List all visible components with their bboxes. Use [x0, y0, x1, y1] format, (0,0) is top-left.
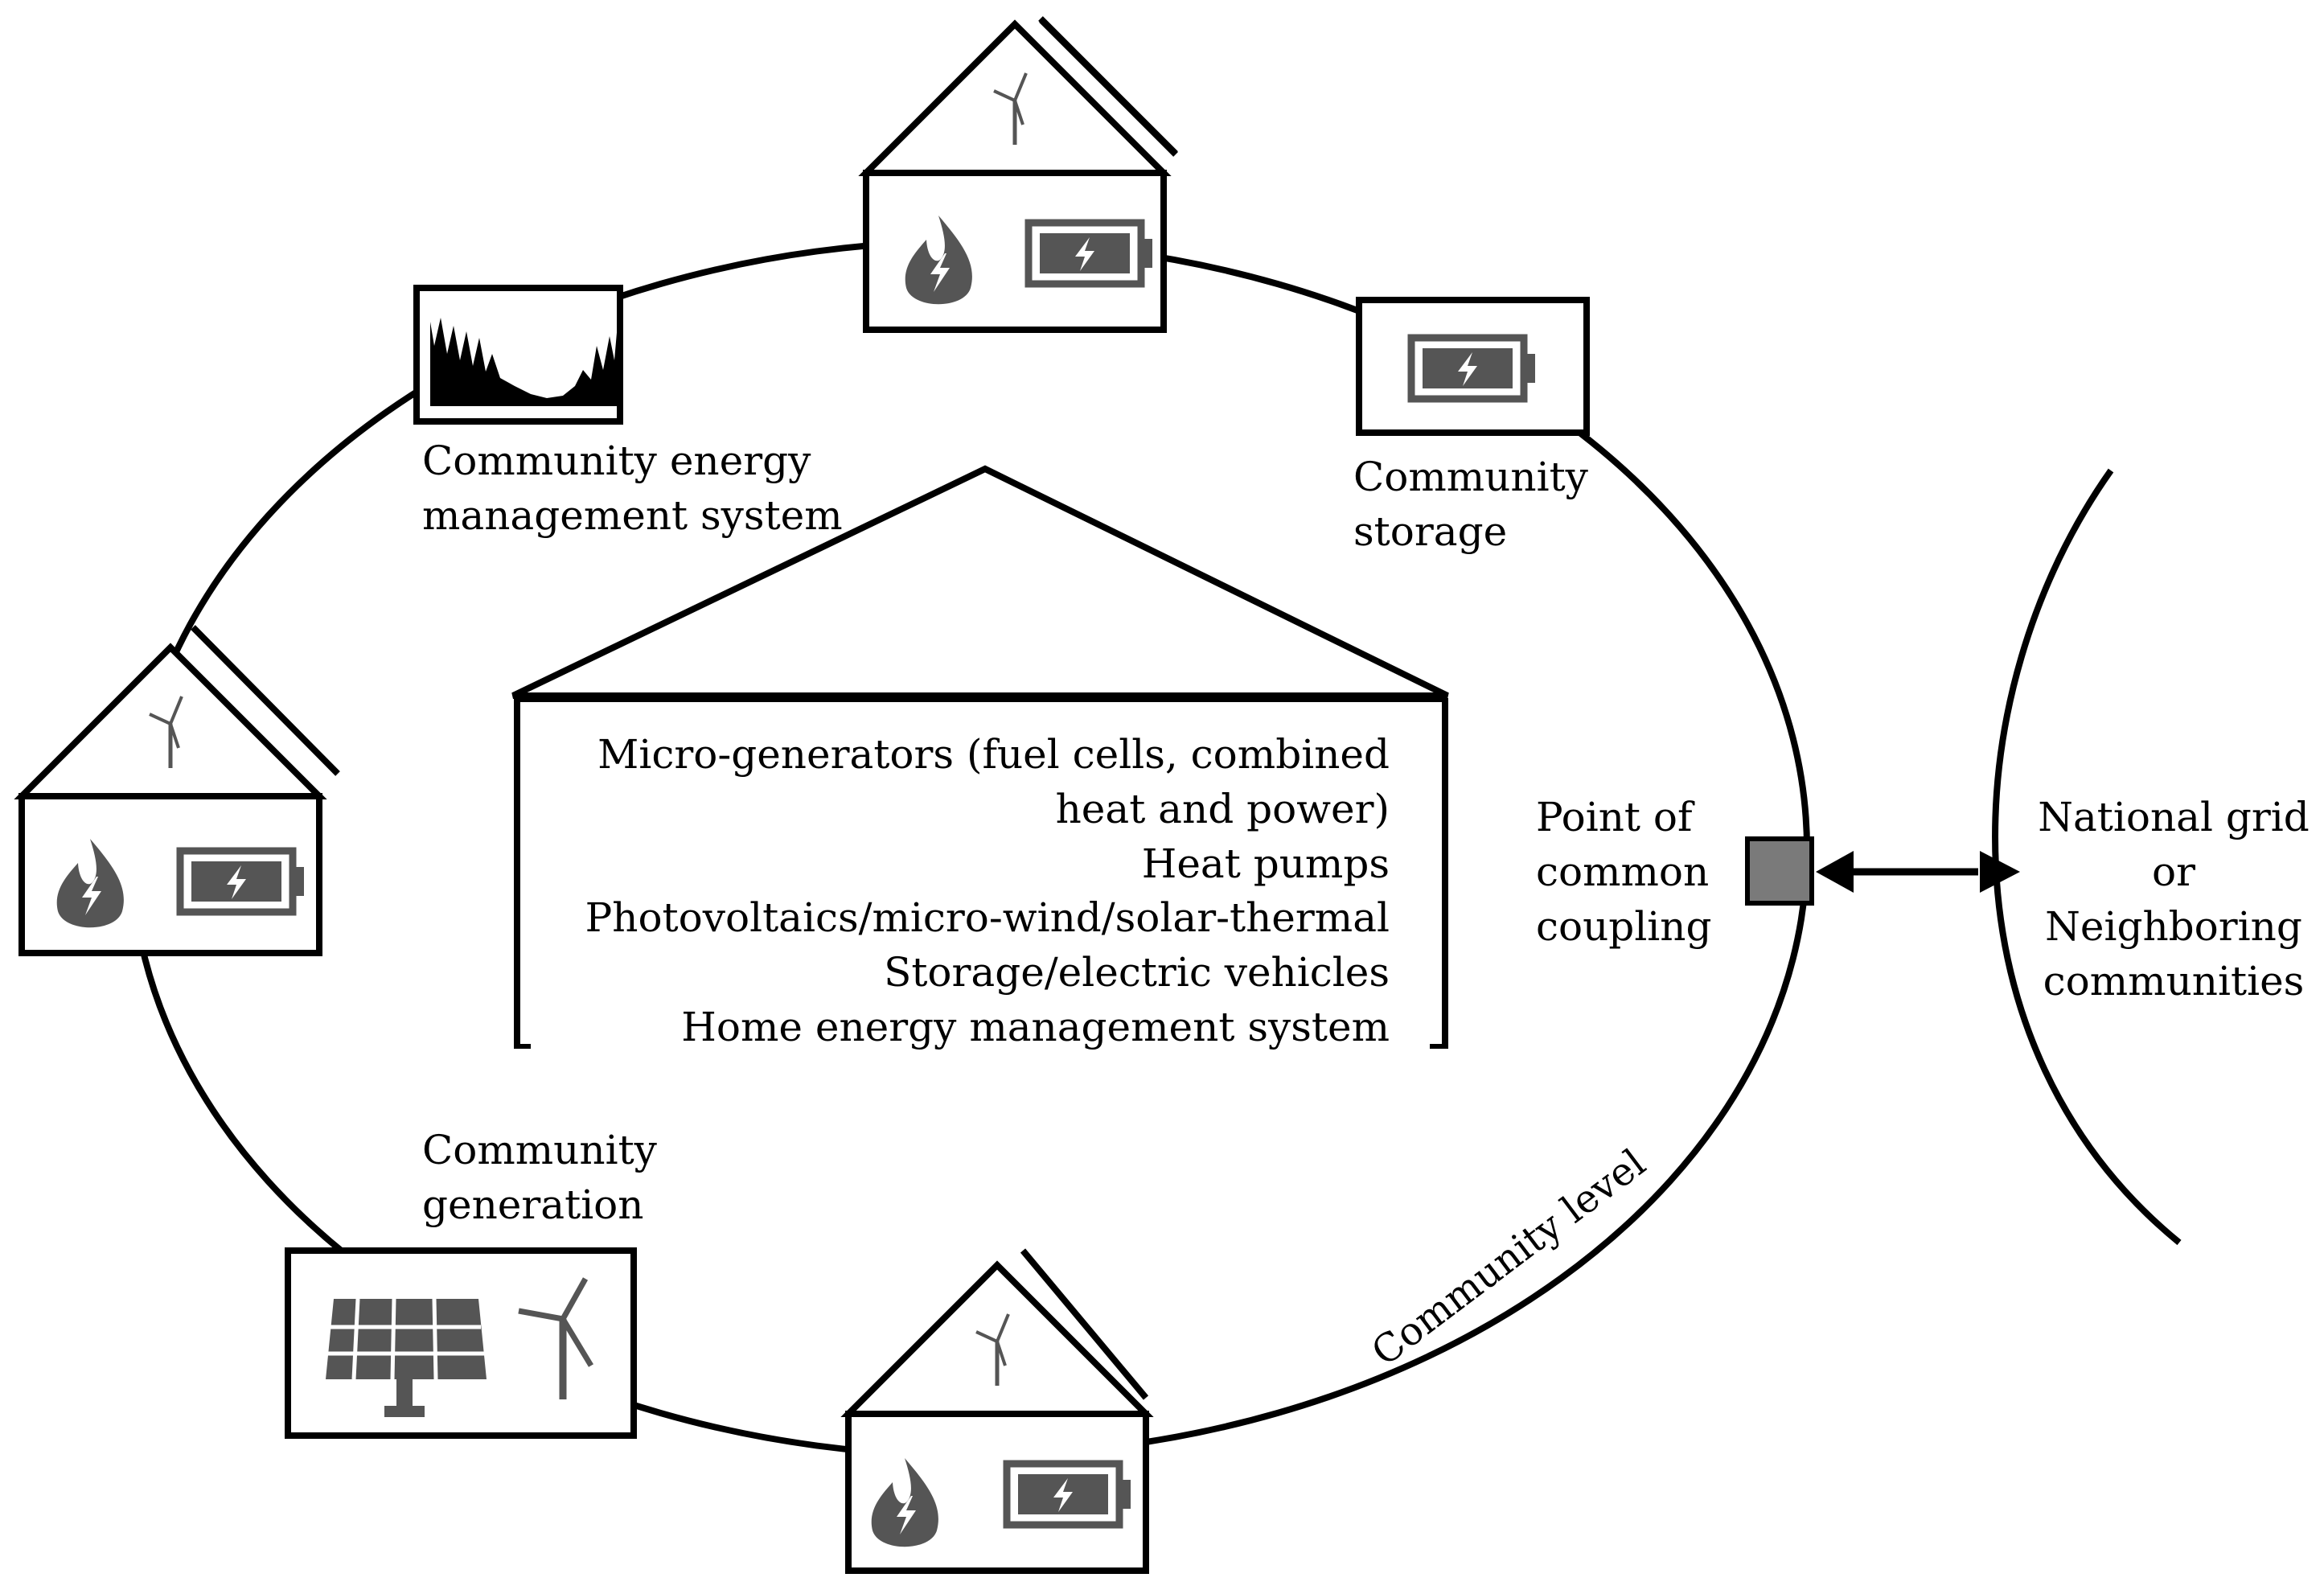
grid-label: communities — [2043, 958, 2305, 1005]
home-component-line: Photovoltaics/micro-wind/solar-thermal — [585, 894, 1390, 941]
generation-label: Community — [422, 1127, 658, 1173]
wind-turbine-icon — [518, 1277, 593, 1399]
house-top — [858, 16, 1178, 333]
cems-label: management system — [422, 492, 843, 539]
cems-label: Community energy — [422, 438, 811, 484]
pcc-label: coupling — [1536, 903, 1712, 950]
storage-label: storage — [1353, 508, 1507, 555]
home-component-line: Micro-generators (fuel cells, combined — [597, 731, 1390, 778]
community-level-label: Community level — [1364, 1140, 1654, 1375]
community-storage-box — [1356, 297, 1590, 436]
house-left — [14, 643, 327, 956]
generation-label: generation — [422, 1181, 644, 1228]
home-component-line: Heat pumps — [1142, 840, 1390, 887]
home-components-house — [511, 465, 1449, 1049]
grid-label: National grid — [2038, 794, 2310, 840]
community-generation-box — [285, 1247, 637, 1439]
home-component-line: Home energy management system — [681, 1004, 1390, 1050]
pcc-node — [1745, 836, 1814, 906]
house-bottom — [840, 1260, 1154, 1574]
pcc-label: Point of — [1536, 794, 1695, 840]
grid-link-arrow — [1816, 851, 2020, 893]
load-profile-icon — [430, 318, 618, 406]
grid-label: Neighboring — [2045, 903, 2302, 950]
home-component-line: Storage/electric vehicles — [884, 949, 1390, 996]
pcc-label: common — [1536, 848, 1709, 895]
grid-label: or — [2152, 848, 2195, 895]
storage-label: Community — [1353, 454, 1589, 500]
solar-panel-icon — [326, 1298, 487, 1417]
cems-box — [413, 285, 623, 425]
home-component-line: heat and power) — [1056, 786, 1390, 832]
